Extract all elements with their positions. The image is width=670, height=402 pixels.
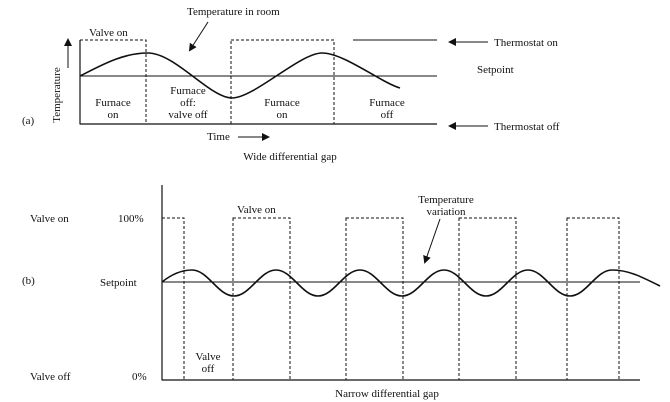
panel-b-valve-on-top-label: Valve on (237, 204, 276, 216)
panel-b-temperature-variation-line-2: variation (426, 206, 466, 218)
panel-b-valve-off-line-2: off (202, 363, 215, 375)
panel-b-temperature-curve (161, 269, 661, 297)
panel-b-temperature-variation-line-1: Temperature (418, 194, 474, 206)
panel-a-valve-on-label: Valve on (89, 27, 128, 39)
panel-a-setpoint-label: Setpoint (477, 64, 514, 76)
panel-a-region-2-line-3: valve off (168, 109, 208, 121)
panel-b-label: (b) (22, 275, 35, 287)
panel-a-y-axis-label: Temperature (51, 67, 63, 123)
panel-a-temperature-curve (79, 52, 401, 99)
panel-a: Temperature (a) Valve on Temperature in … (22, 6, 560, 163)
panel-a-label: (a) (22, 115, 35, 127)
panel-b-valve-pulse-5 (566, 217, 620, 381)
panel-b-percent-100-label: 100% (118, 213, 144, 225)
panel-a-time-label: Time (207, 131, 230, 143)
panel-a-temperature-in-room-label: Temperature in room (187, 6, 280, 18)
panel-a-valve-on-box-1 (79, 39, 147, 125)
panel-a-region-1-line-2: on (108, 109, 120, 121)
panel-b-valve-pulse-2 (232, 217, 291, 381)
panel-b-setpoint-label: Setpoint (100, 277, 137, 289)
panel-b: (b) Valve on 100% Valve on Temperature v… (22, 185, 661, 400)
panel-a-thermostat-off-label: Thermostat off (494, 121, 560, 133)
panel-b-valve-pulse-1 (161, 217, 185, 381)
panel-a-region-4-line-2: off (381, 109, 394, 121)
panel-b-valve-off-line-1: Valve (195, 351, 220, 363)
panel-a-valve-on-box-2 (230, 39, 335, 125)
panel-b-valve-off-left-label: Valve off (30, 371, 71, 383)
panel-b-caption: Narrow differential gap (335, 388, 439, 400)
panel-a-region-1-line-1: Furnace (95, 97, 131, 109)
panel-b-valve-on-left-label: Valve on (30, 213, 69, 225)
panel-a-region-3-line-2: on (277, 109, 289, 121)
panel-a-region-2-line-2: off: (180, 97, 196, 109)
panel-a-caption: Wide differential gap (243, 151, 337, 163)
panel-a-region-4-line-1: Furnace (369, 97, 405, 109)
panel-b-temperature-variation-pointer (423, 218, 441, 264)
panel-a-temperature-pointer (188, 21, 209, 52)
panel-a-region-3-line-1: Furnace (264, 97, 300, 109)
panel-a-thermostat-on-label: Thermostat on (494, 37, 558, 49)
panel-b-valve-pulse-3 (345, 217, 404, 381)
panel-b-valve-pulse-4 (458, 217, 517, 381)
panel-a-region-2-line-1: Furnace (170, 85, 206, 97)
panel-b-percent-0-label: 0% (132, 371, 147, 383)
